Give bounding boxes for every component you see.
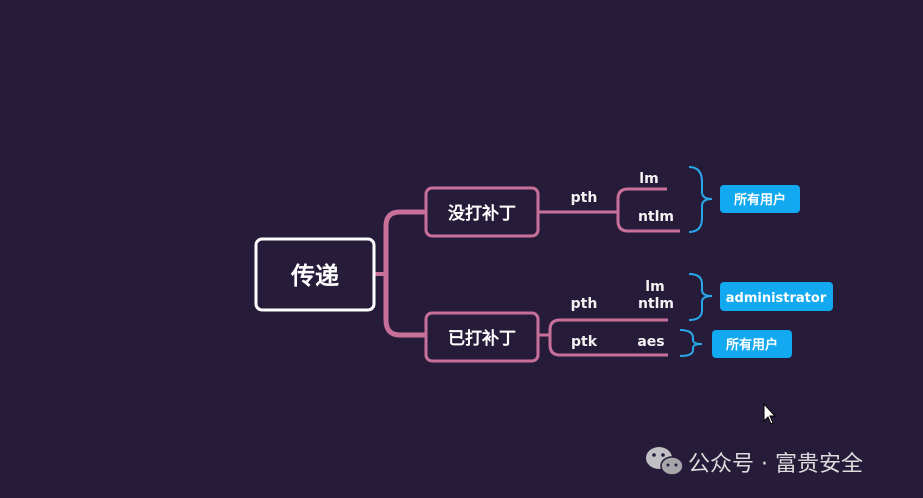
root-node[interactable]: 传递 <box>254 237 376 312</box>
patched-tag-all-users[interactable]: 所有用户 <box>712 330 792 358</box>
unpatched-tag-all-users[interactable]: 所有用户 <box>720 185 800 213</box>
unpatched-hash-lm: lm <box>639 171 658 187</box>
patched-pth-label: pth <box>571 296 598 312</box>
patched-ptk-brace <box>679 329 703 357</box>
wechat-icon <box>646 447 684 476</box>
patched-methods-connector <box>538 318 668 357</box>
patched-ptk-label: ptk <box>571 334 598 350</box>
patched-pth-brace <box>688 273 713 321</box>
root-label: 传递 <box>290 262 339 290</box>
trunk-line <box>383 209 429 338</box>
patched-tag-administrator-label: administrator <box>726 291 827 306</box>
patched-tag-administrator[interactable]: administrator <box>720 282 833 311</box>
branch-patched[interactable]: 已打补丁 <box>424 311 540 363</box>
unpatched-summary-brace <box>688 166 713 233</box>
unpatched-pth-label: pth <box>571 190 598 206</box>
unpatched-hash-ntlm: ntlm <box>638 209 674 225</box>
watermark-text: 公众号 · 富贵安全 <box>688 452 863 477</box>
branch-unpatched[interactable]: 没打补丁 <box>424 186 540 238</box>
patched-pth-hash-lm: lm <box>645 279 664 295</box>
patched-ptk-hash-aes: aes <box>637 334 664 350</box>
branch-patched-label: 已打补丁 <box>448 328 516 349</box>
patched-pth-hash-ntlm: ntlm <box>638 296 674 312</box>
patched-tag-all-users-label: 所有用户 <box>726 337 778 353</box>
unpatched-tag-label: 所有用户 <box>734 192 786 208</box>
mouse-cursor-icon <box>763 402 777 425</box>
watermark: 公众号 · 富贵安全 <box>646 447 863 477</box>
unpatched-hash-connector <box>616 187 680 233</box>
branch-unpatched-label: 没打补丁 <box>448 203 516 224</box>
